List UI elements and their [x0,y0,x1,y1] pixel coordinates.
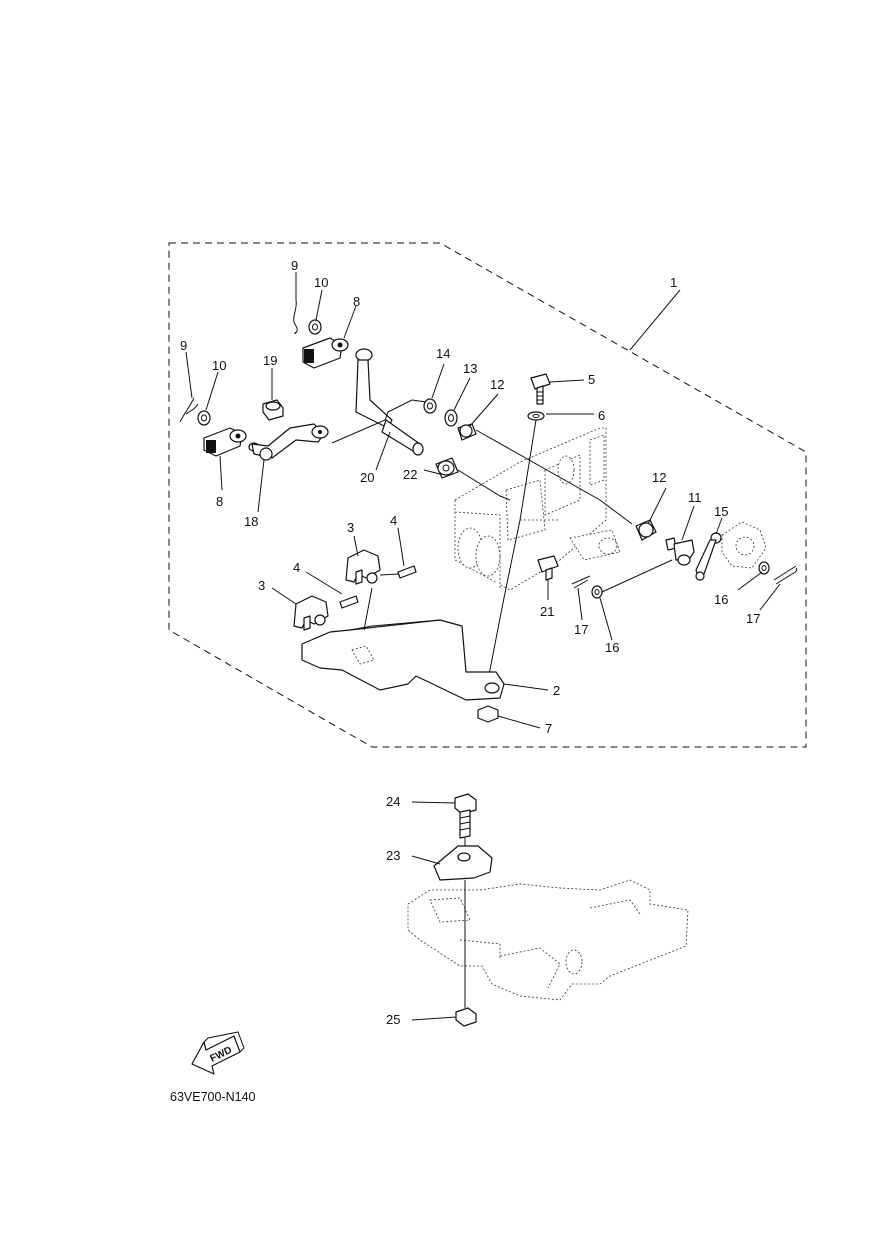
part-8-upper [302,337,349,369]
callout-9b: 9 [180,338,187,353]
callout-21: 21 [540,604,554,619]
callout-13: 13 [463,361,477,376]
callout-17b: 17 [574,622,588,637]
callout-16b: 16 [605,640,619,655]
callout-20: 20 [360,470,374,485]
part-20-lever [355,348,424,456]
callout-4a: 4 [390,513,397,528]
callout-15: 15 [714,504,728,519]
leader-lines [185,272,781,1021]
part-24-bolt [454,793,477,839]
callout-10b: 10 [212,358,226,373]
part-3-lower [293,595,329,631]
part-12-upper-collar [457,423,477,441]
part-5-screw [530,373,551,405]
part-9-lower-clip [179,397,199,423]
callout-16a: 16 [714,592,728,607]
callout-2: 2 [553,683,560,698]
callout-3a: 3 [347,520,354,535]
part-4-upper-pin [397,565,417,579]
diagram-code: 63VE700-N140 [170,1090,256,1104]
engine-block-outline [454,427,607,591]
assembly-boundary [168,242,807,748]
callout-12b: 12 [652,470,666,485]
callout-18: 18 [244,514,258,529]
callout-14: 14 [436,346,450,361]
callout-24: 24 [386,794,400,809]
callout-8b: 8 [216,494,223,509]
callout-3b: 3 [258,578,265,593]
part-9-upper-clip [293,299,298,335]
bottom-cowling-outline [407,879,689,1001]
part-17-right-clip [773,565,798,585]
part-2-bracket [301,619,505,701]
callout-7: 7 [545,721,552,736]
carb-linkage-outline [569,529,621,561]
part-18-lever [248,423,329,461]
callout-5: 5 [588,372,595,387]
callout-17a: 17 [746,611,760,626]
part-12-right-collar [635,519,657,541]
part-11-joint [665,537,695,566]
carburetor-outline [721,521,767,569]
part-4-lower-pin [339,595,359,609]
callout-25: 25 [386,1012,400,1027]
part-21-screw [537,555,559,581]
part-17-lower-clip [571,575,591,589]
callout-8a: 8 [353,294,360,309]
part-7-nut [477,705,499,723]
callout-10a: 10 [314,275,328,290]
callout-1: 1 [670,275,677,290]
part-22-collar [435,457,459,479]
part-19-bushing [262,399,284,421]
callout-11: 11 [688,490,702,505]
part-8-lower [203,427,247,457]
part-23-plate [433,845,493,881]
callout-4b: 4 [293,560,300,575]
callout-19: 19 [263,353,277,368]
callout-9a: 9 [291,258,298,273]
callout-22: 22 [403,467,417,482]
part-25-nut [455,1007,477,1027]
callout-6: 6 [598,408,605,423]
part-3-upper [345,549,381,585]
fwd-arrow-icon: FWD [191,1031,245,1075]
part-15-lever [695,532,722,581]
callout-labels: 1 2 3 3 4 4 5 6 7 8 8 9 9 10 10 11 12 12… [180,258,760,1027]
callout-12a: 12 [490,377,504,392]
callout-23: 23 [386,848,400,863]
